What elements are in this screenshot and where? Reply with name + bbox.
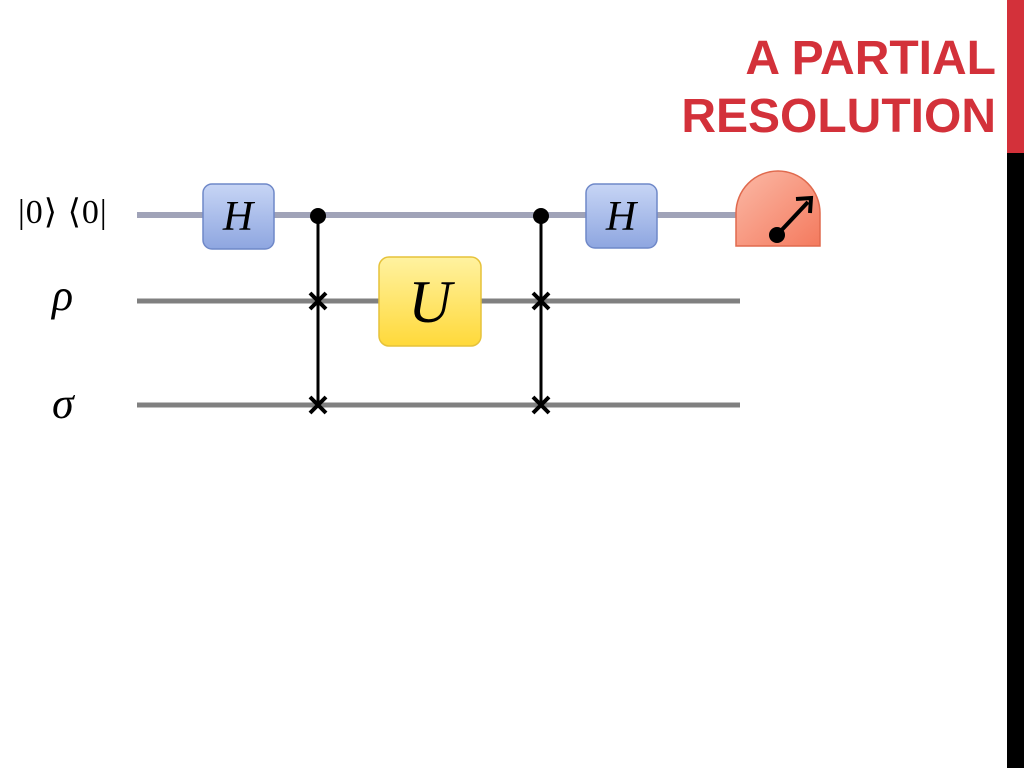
hadamard-gate-2-label: H xyxy=(605,194,639,240)
hadamard-gate-1-label: H xyxy=(222,194,256,240)
quantum-circuit: H U H xyxy=(137,170,821,415)
title-line-2: RESOLUTION xyxy=(681,90,996,143)
control-dot-2 xyxy=(533,208,549,224)
accent-bar-black xyxy=(1007,153,1024,768)
hadamard-gate-2: H xyxy=(585,183,658,249)
wire-label-rho: ρ xyxy=(52,271,74,320)
unitary-gate-label: U xyxy=(408,269,455,335)
controlled-swap-1 xyxy=(308,208,328,415)
swap-cross-2b xyxy=(531,395,551,415)
accent-bar-red xyxy=(1007,0,1024,153)
wire-label-sigma: σ xyxy=(52,379,74,428)
title-line-1: A PARTIAL xyxy=(745,32,996,85)
controlled-swap-2 xyxy=(531,208,551,415)
control-dot-1 xyxy=(310,208,326,224)
wire-label-ancilla: |0⟩ ⟨0| xyxy=(18,194,108,231)
meter-icon xyxy=(735,170,821,247)
slide-title: A PARTIAL RESOLUTION xyxy=(476,30,996,146)
unitary-gate: U xyxy=(378,256,482,347)
hadamard-gate-1: H xyxy=(202,183,275,250)
swap-cross-1a xyxy=(308,291,328,311)
swap-cross-1b xyxy=(308,395,328,415)
swap-cross-2a xyxy=(531,291,551,311)
